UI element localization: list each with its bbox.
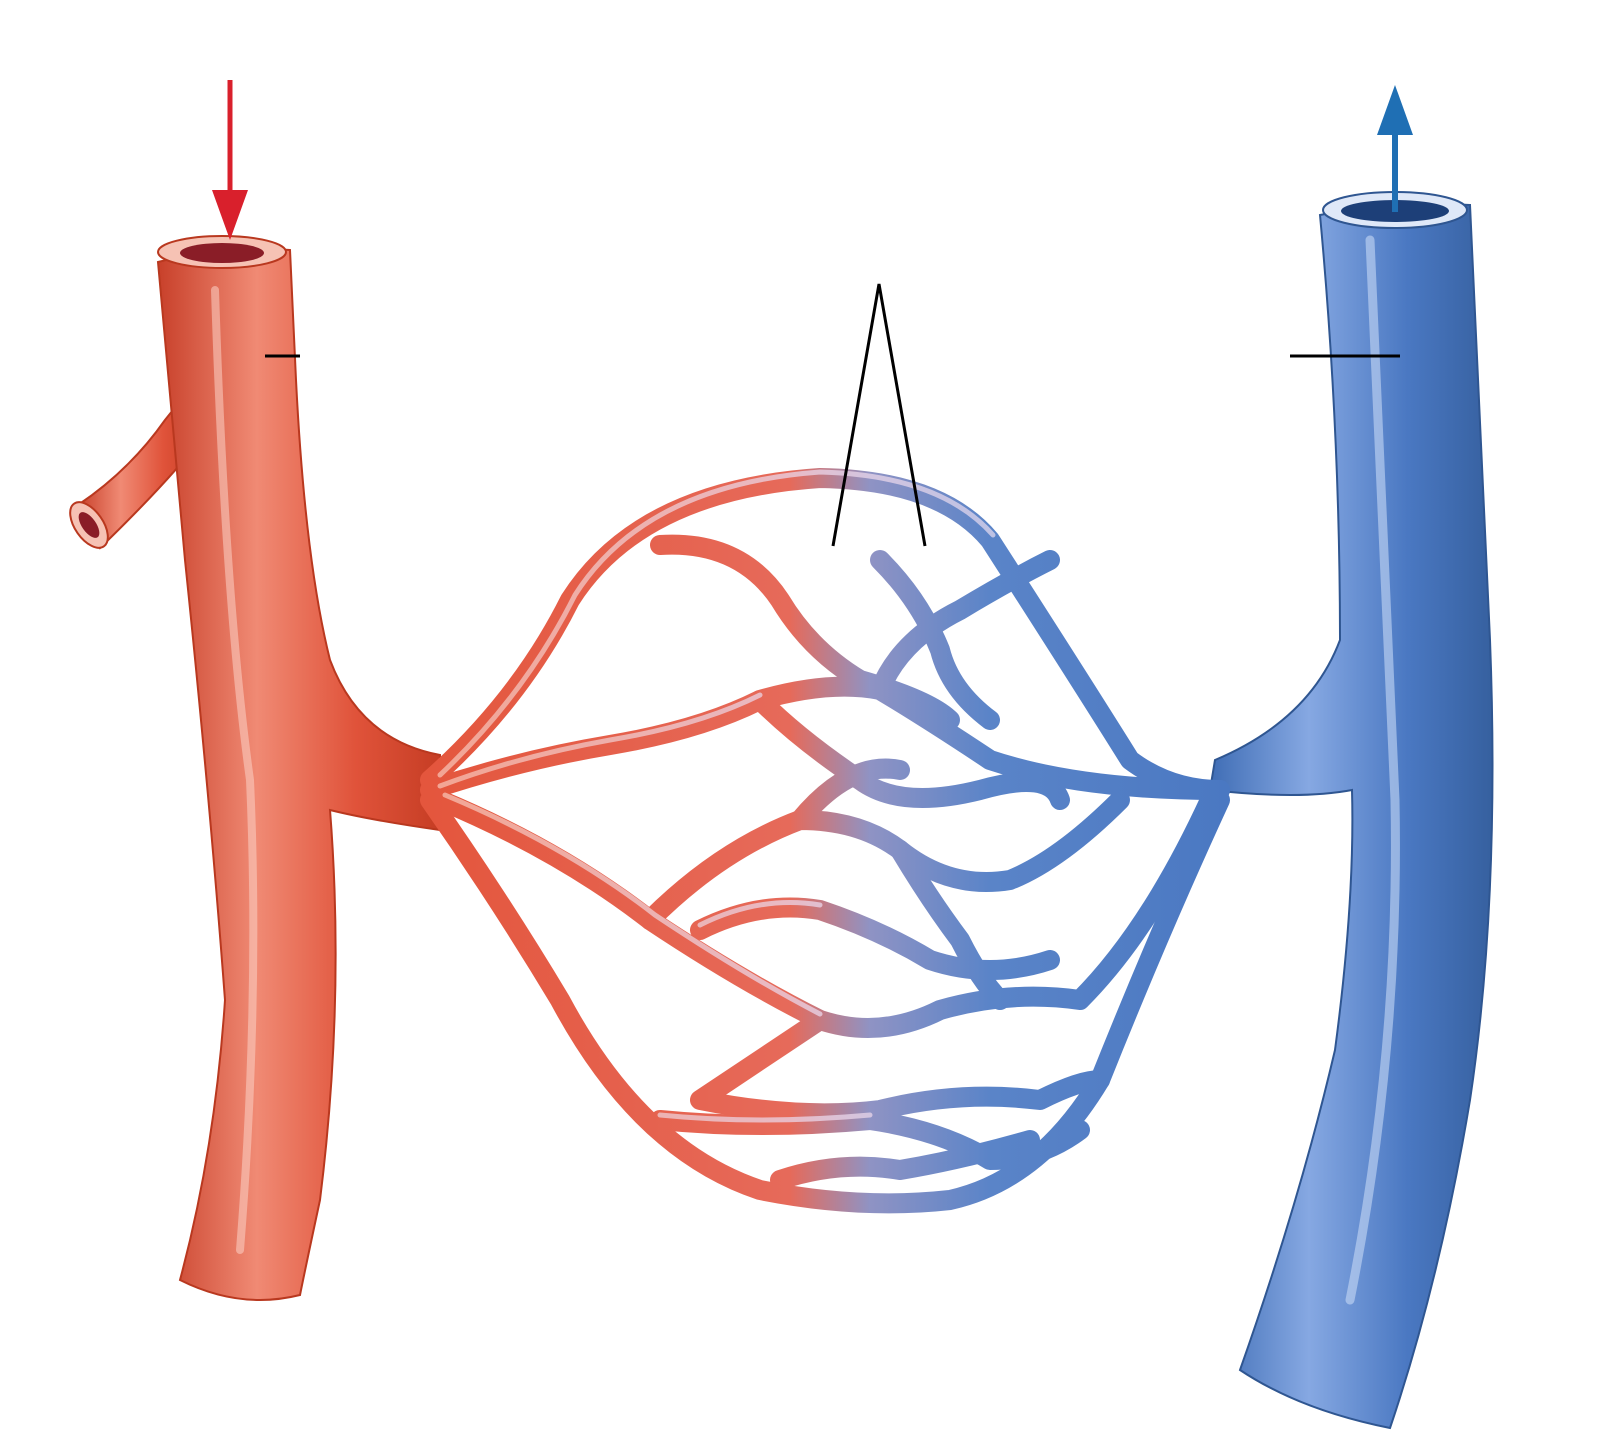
capillaries-leader-line [831, 283, 927, 547]
vein-trunk [1208, 202, 1494, 1430]
arrow-down-icon [212, 80, 248, 240]
artery [69, 235, 441, 1301]
arrow-up-icon [1377, 85, 1413, 212]
capillary-bed [420, 468, 1230, 1214]
artery-trunk [156, 247, 441, 1301]
leader-lines [265, 283, 1400, 547]
vein [1208, 191, 1494, 1430]
